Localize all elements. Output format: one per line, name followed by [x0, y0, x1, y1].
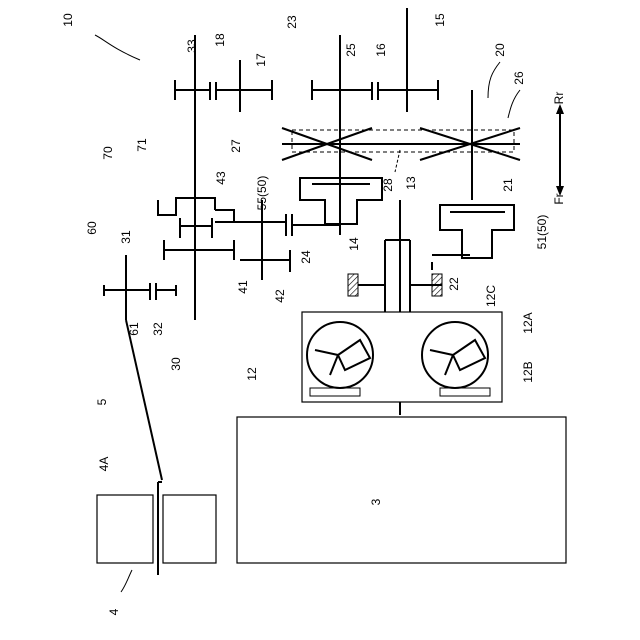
label-5: 5 [95, 398, 109, 405]
label-22: 22 [447, 277, 461, 291]
label-55: 55(50) [255, 176, 269, 211]
label-18: 18 [213, 33, 227, 47]
label-42: 42 [273, 289, 287, 303]
label-61: 61 [127, 322, 141, 336]
label-12B: 12B [521, 361, 535, 382]
label-23: 23 [285, 15, 299, 29]
label-15: 15 [433, 13, 447, 27]
label-51: 51(50) [535, 215, 549, 250]
label-12A: 12A [521, 312, 535, 333]
label-12C: 12C [484, 285, 498, 307]
label-26: 26 [512, 71, 526, 85]
engine-block [237, 417, 566, 563]
label-31: 31 [119, 230, 133, 244]
label-21: 21 [501, 178, 515, 192]
label-4A: 4A [97, 457, 111, 472]
clutch-70 [158, 198, 215, 215]
label-4: 4 [107, 608, 121, 615]
label-3: 3 [369, 498, 383, 505]
unit-4-right-box [163, 495, 216, 563]
label-Fr: Fr [552, 193, 566, 204]
label-12: 12 [245, 367, 259, 381]
ground-14 [348, 274, 358, 296]
label-60: 60 [85, 221, 99, 235]
chain-5 [126, 320, 162, 480]
label-17: 17 [254, 53, 268, 67]
label-71: 71 [135, 138, 149, 152]
label-32: 32 [151, 322, 165, 336]
label-30: 30 [169, 357, 183, 371]
label-10: 10 [61, 13, 75, 27]
label-25: 25 [344, 43, 358, 57]
label-27: 27 [229, 139, 243, 153]
label-43: 43 [214, 171, 228, 185]
label-41: 41 [236, 280, 250, 294]
unit-4-left-box [97, 495, 153, 563]
label-16: 16 [374, 43, 388, 57]
label-33: 33 [185, 39, 199, 53]
label-20: 20 [493, 43, 507, 57]
label-14: 14 [347, 237, 361, 251]
label-13: 13 [404, 176, 418, 190]
label-70: 70 [101, 146, 115, 160]
label-Rr: Rr [552, 92, 566, 105]
label-28: 28 [381, 178, 395, 192]
label-24: 24 [299, 250, 313, 264]
